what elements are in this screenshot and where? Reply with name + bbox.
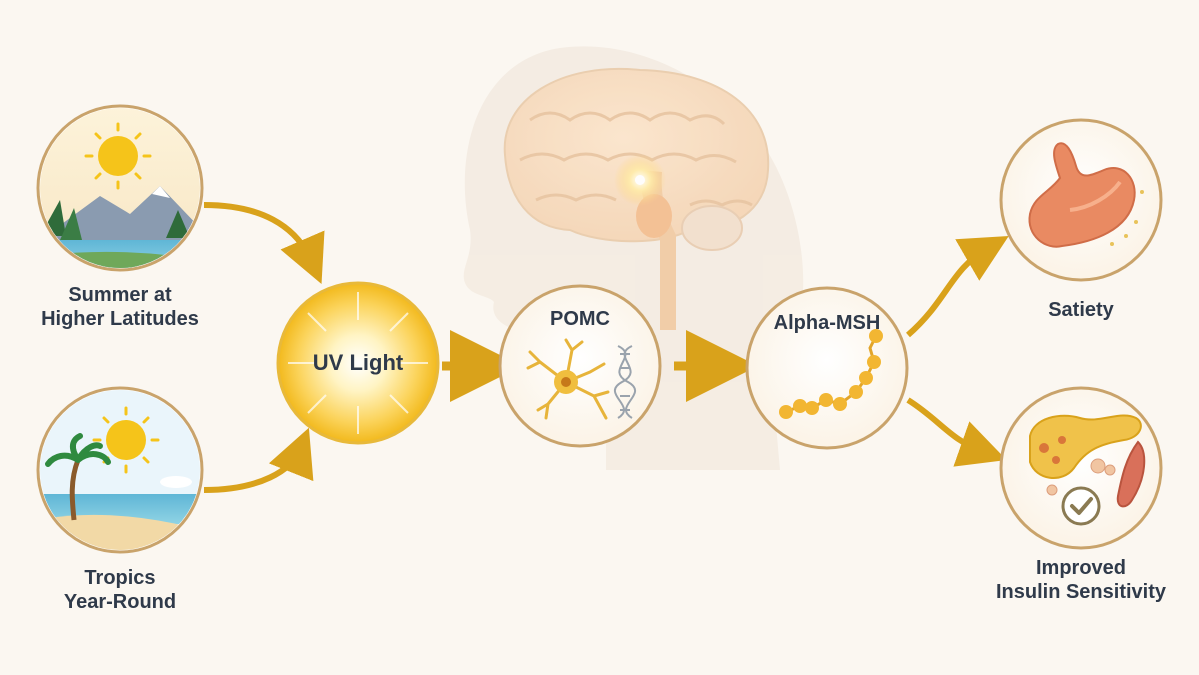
satiety-label-line1: Satiety — [1048, 299, 1114, 321]
summer-label: Summer at Higher Latitudes — [20, 283, 220, 331]
insulin-sensitivity-label: Improved Insulin Sensitivity — [981, 556, 1181, 604]
arrow-tropics-to-uv — [203, 427, 314, 493]
insulin-label-line1: Improved — [1035, 557, 1127, 579]
satiety-circle — [999, 118, 1163, 282]
source-tropics-circle — [36, 386, 204, 554]
uv-light-label: UV Light — [312, 350, 404, 375]
tropics-label-line2: Year-Round — [63, 591, 177, 613]
sunburst-icon — [288, 292, 428, 434]
stomach-icon — [1028, 142, 1144, 248]
source-summer-circle — [36, 104, 204, 272]
tropics-label: Tropics Year-Round — [20, 566, 220, 614]
tropics-label-line1: Tropics — [84, 567, 156, 589]
alpha-msh-node — [745, 286, 909, 450]
pancreas-muscle-check-icon — [1029, 414, 1146, 526]
neuron-dna-icon — [526, 338, 636, 420]
arrow-msh-to-insulin — [906, 397, 1007, 467]
uv-light-node — [276, 281, 440, 445]
arrow-summer-to-uv — [203, 202, 325, 285]
alpha-msh-label: Alpha-MSH — [773, 312, 881, 334]
summer-label-line1: Summer at — [68, 284, 172, 306]
pomc-label: POMC — [550, 308, 610, 330]
pomc-node — [498, 284, 662, 448]
summer-label-line2: Higher Latitudes — [41, 308, 199, 330]
insulin-label-line2: Insulin Sensitivity — [995, 581, 1167, 603]
satiety-label: Satiety — [1001, 298, 1161, 322]
arrow-msh-to-satiety — [906, 235, 1009, 338]
peptide-chain-icon — [779, 329, 883, 419]
insulin-sensitivity-circle — [999, 386, 1163, 550]
